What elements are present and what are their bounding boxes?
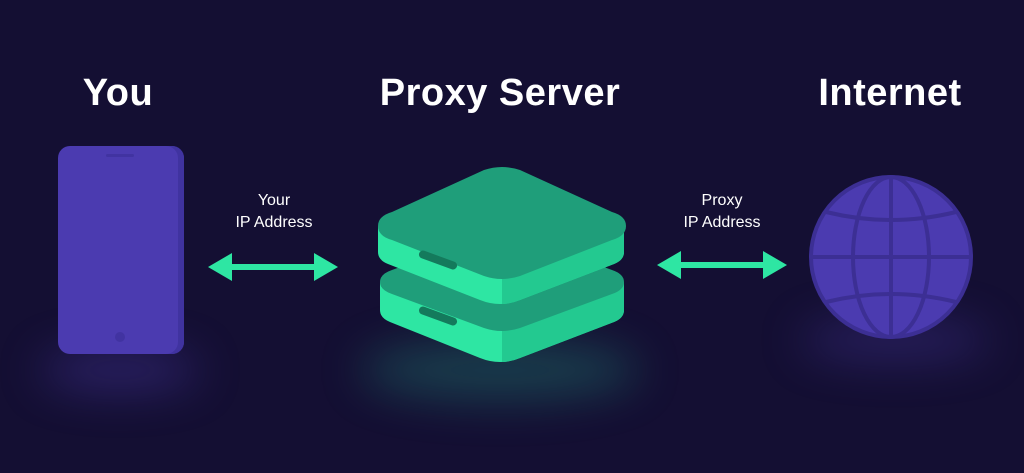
proxy-ip-address-label: Proxy IP Address	[683, 190, 760, 234]
phone-speaker	[106, 154, 134, 157]
label-right-line2: IP Address	[683, 214, 761, 231]
smartphone-icon	[58, 146, 184, 354]
heading-proxy-server: Proxy Server	[379, 72, 621, 114]
double-arrow-icon	[657, 251, 787, 279]
label-left-line2: IP Address	[235, 214, 313, 231]
server-stack-icon	[378, 167, 626, 362]
heading-you: You	[82, 72, 154, 114]
double-arrow-icon	[208, 253, 338, 281]
phone-home-button	[115, 332, 125, 342]
globe-icon	[809, 175, 973, 339]
label-right-line1: Proxy	[701, 192, 743, 209]
label-left-line1: Your	[257, 192, 291, 209]
server-slab-top	[378, 167, 626, 304]
heading-internet: Internet	[818, 72, 962, 114]
phone-glow	[40, 350, 200, 390]
your-ip-address-label: Your IP Address	[235, 190, 312, 234]
